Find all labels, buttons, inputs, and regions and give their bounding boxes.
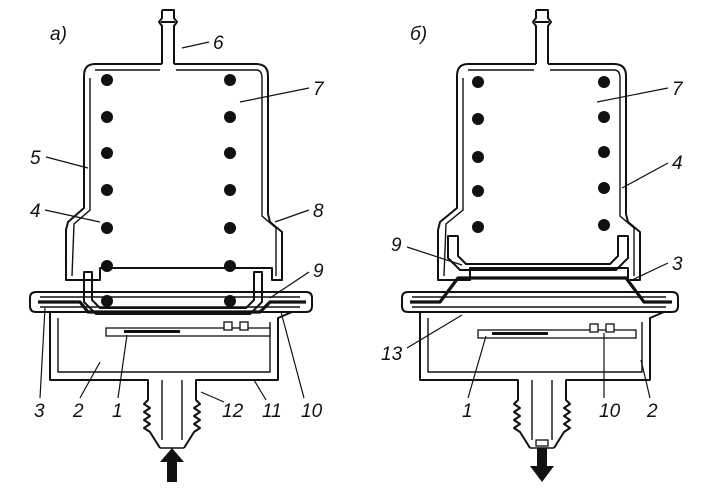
panel-a: а) <box>29 9 325 482</box>
panel-letter-b: б) <box>410 24 427 45</box>
lower-housing-a <box>49 311 293 392</box>
callout-leader-a-8 <box>274 209 310 223</box>
callout-leader-b-1 <box>467 335 487 399</box>
callout-label-a-2: 2 <box>72 401 84 422</box>
callout-label-b-1: 1 <box>462 401 473 422</box>
flange-clamp-b <box>401 291 679 313</box>
upper-housing-b <box>437 63 641 281</box>
callout-label-a-3: 3 <box>34 401 45 422</box>
spring-cup-a <box>83 271 263 315</box>
callout-leader-b-7 <box>596 87 669 103</box>
callout-label-a-7: 7 <box>313 79 325 100</box>
callout-leader-b-3 <box>631 262 669 281</box>
callout-label-a-8: 8 <box>313 201 324 222</box>
callout-label-a-5: 5 <box>30 148 41 169</box>
callout-label-b-9: 9 <box>391 235 402 256</box>
callouts-a: 6 7 5 4 8 9 3 2 1 12 11 10 <box>30 33 325 422</box>
spring-b <box>472 76 610 233</box>
callout-label-a-4: 4 <box>30 201 41 222</box>
callout-leader-b-9 <box>406 246 463 266</box>
callout-leader-b-13 <box>406 314 463 349</box>
callout-leader-a-4 <box>44 209 101 223</box>
callout-leader-a-9 <box>269 271 310 299</box>
spring-a <box>101 74 236 307</box>
panel-b: б) <box>381 9 684 482</box>
spring-cup-b <box>447 235 629 271</box>
valve-plate-b <box>477 323 637 339</box>
callout-leader-a-11 <box>253 379 267 401</box>
callout-label-b-4: 4 <box>672 153 683 174</box>
callout-label-b-13: 13 <box>381 344 403 365</box>
callout-leader-a-5 <box>45 156 89 169</box>
vacuum-nozzle-b <box>532 9 552 64</box>
callout-label-b-2: 2 <box>646 401 658 422</box>
callout-label-a-12: 12 <box>222 401 244 422</box>
callout-leader-a-1 <box>117 334 128 399</box>
callout-leader-a-6 <box>181 41 210 49</box>
airflow-out-arrow <box>530 439 554 482</box>
callout-label-a-10: 10 <box>301 401 323 422</box>
valve-plate-a <box>105 321 271 337</box>
callout-leader-b-4 <box>621 162 669 189</box>
callout-label-a-6: 6 <box>213 33 224 54</box>
callout-label-a-9: 9 <box>313 261 324 282</box>
vacuum-nozzle-a <box>158 9 178 64</box>
upper-housing-a <box>65 63 283 281</box>
threaded-fitting-a <box>143 380 201 449</box>
callout-label-b-3: 3 <box>672 254 683 275</box>
callout-label-a-1: 1 <box>112 401 123 422</box>
callouts-b: 7 4 9 3 13 1 10 2 <box>381 79 684 422</box>
callout-label-a-11: 11 <box>262 401 282 422</box>
callout-label-b-7: 7 <box>672 79 684 100</box>
callout-leader-a-7 <box>239 87 310 103</box>
membrane-b <box>410 276 672 304</box>
lower-housing-b <box>419 311 665 392</box>
threaded-fitting-b <box>513 380 571 449</box>
panel-letter-a: а) <box>50 24 67 45</box>
membrane-a <box>38 300 306 314</box>
callout-leader-a-12 <box>200 391 225 403</box>
callout-leader-a-10 <box>280 311 305 399</box>
flange-clamp-a <box>29 291 313 313</box>
callout-leader-a-3 <box>39 307 46 399</box>
callout-leader-a-2 <box>79 361 101 399</box>
callout-leader-b-2 <box>640 359 651 399</box>
airflow-in-arrow <box>160 448 184 482</box>
callout-label-b-10: 10 <box>599 401 621 422</box>
